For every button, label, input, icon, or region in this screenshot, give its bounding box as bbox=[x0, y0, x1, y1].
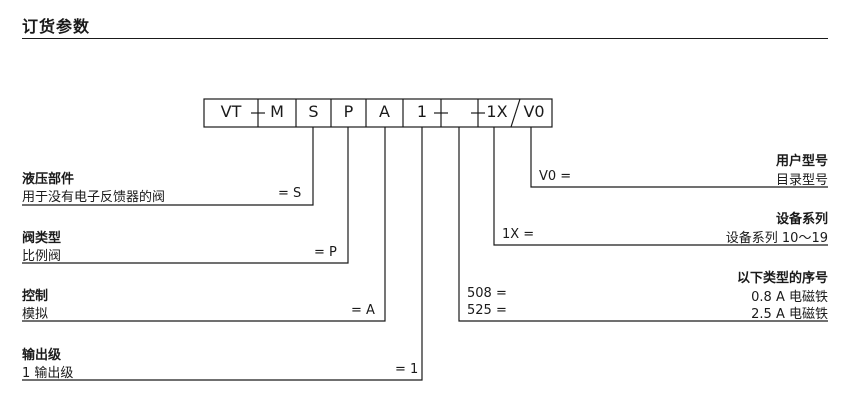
series-heading: 设备系列 bbox=[775, 212, 828, 227]
output-stage-desc: 1 输出级 bbox=[22, 366, 74, 381]
leader-line-type bbox=[458, 127, 828, 322]
output-stage-value: = 1 bbox=[395, 362, 419, 377]
leader-line-user bbox=[530, 127, 828, 188]
code-cell-m: M bbox=[270, 102, 284, 121]
page-title: 订货参数 bbox=[22, 17, 91, 36]
valve-type-value: = P bbox=[314, 245, 337, 260]
type-number-heading: 以下类型的序号 bbox=[736, 271, 828, 286]
series-desc: 设备系列 10～19 bbox=[725, 231, 828, 246]
series-key: 1X = bbox=[502, 227, 535, 242]
type-508-desc: 0.8 A 电磁铁 bbox=[751, 290, 828, 305]
output-stage-heading: 输出级 bbox=[22, 348, 62, 363]
leader-line-s bbox=[22, 127, 314, 206]
title-underline bbox=[22, 38, 828, 39]
user-model-heading: 用户型号 bbox=[775, 154, 828, 169]
leader-line-a bbox=[22, 127, 386, 322]
code-cell-v0: V0 bbox=[523, 102, 545, 121]
leader-line-series bbox=[493, 127, 828, 246]
code-cell-1: 1 bbox=[416, 102, 428, 121]
code-cell-series-prefix: VT bbox=[220, 102, 242, 121]
code-cell-1x: 1X bbox=[486, 102, 508, 121]
user-model-key: V0 = bbox=[539, 169, 572, 184]
valve-type-heading: 阀类型 bbox=[22, 231, 62, 246]
separator-slash bbox=[510, 98, 521, 128]
type-525-desc: 2.5 A 电磁铁 bbox=[751, 307, 828, 322]
hydraulic-part-desc: 用于没有电子反馈器的阀 bbox=[22, 190, 166, 205]
type-508-key: 508 = bbox=[467, 286, 507, 301]
leader-line-p bbox=[22, 127, 349, 264]
control-value: = A bbox=[351, 303, 375, 318]
type-525-key: 525 = bbox=[467, 303, 507, 318]
leader-line-1 bbox=[22, 127, 423, 381]
code-cell-p: P bbox=[343, 102, 354, 121]
control-desc: 模拟 bbox=[22, 307, 49, 322]
valve-type-desc: 比例阀 bbox=[22, 249, 62, 264]
hydraulic-part-value: = S bbox=[278, 186, 302, 201]
code-box bbox=[203, 98, 553, 128]
hydraulic-part-heading: 液压部件 bbox=[22, 172, 75, 187]
code-cell-s: S bbox=[308, 102, 319, 121]
control-heading: 控制 bbox=[22, 289, 49, 304]
user-model-desc: 目录型号 bbox=[775, 173, 828, 188]
code-cell-a: A bbox=[379, 102, 390, 121]
